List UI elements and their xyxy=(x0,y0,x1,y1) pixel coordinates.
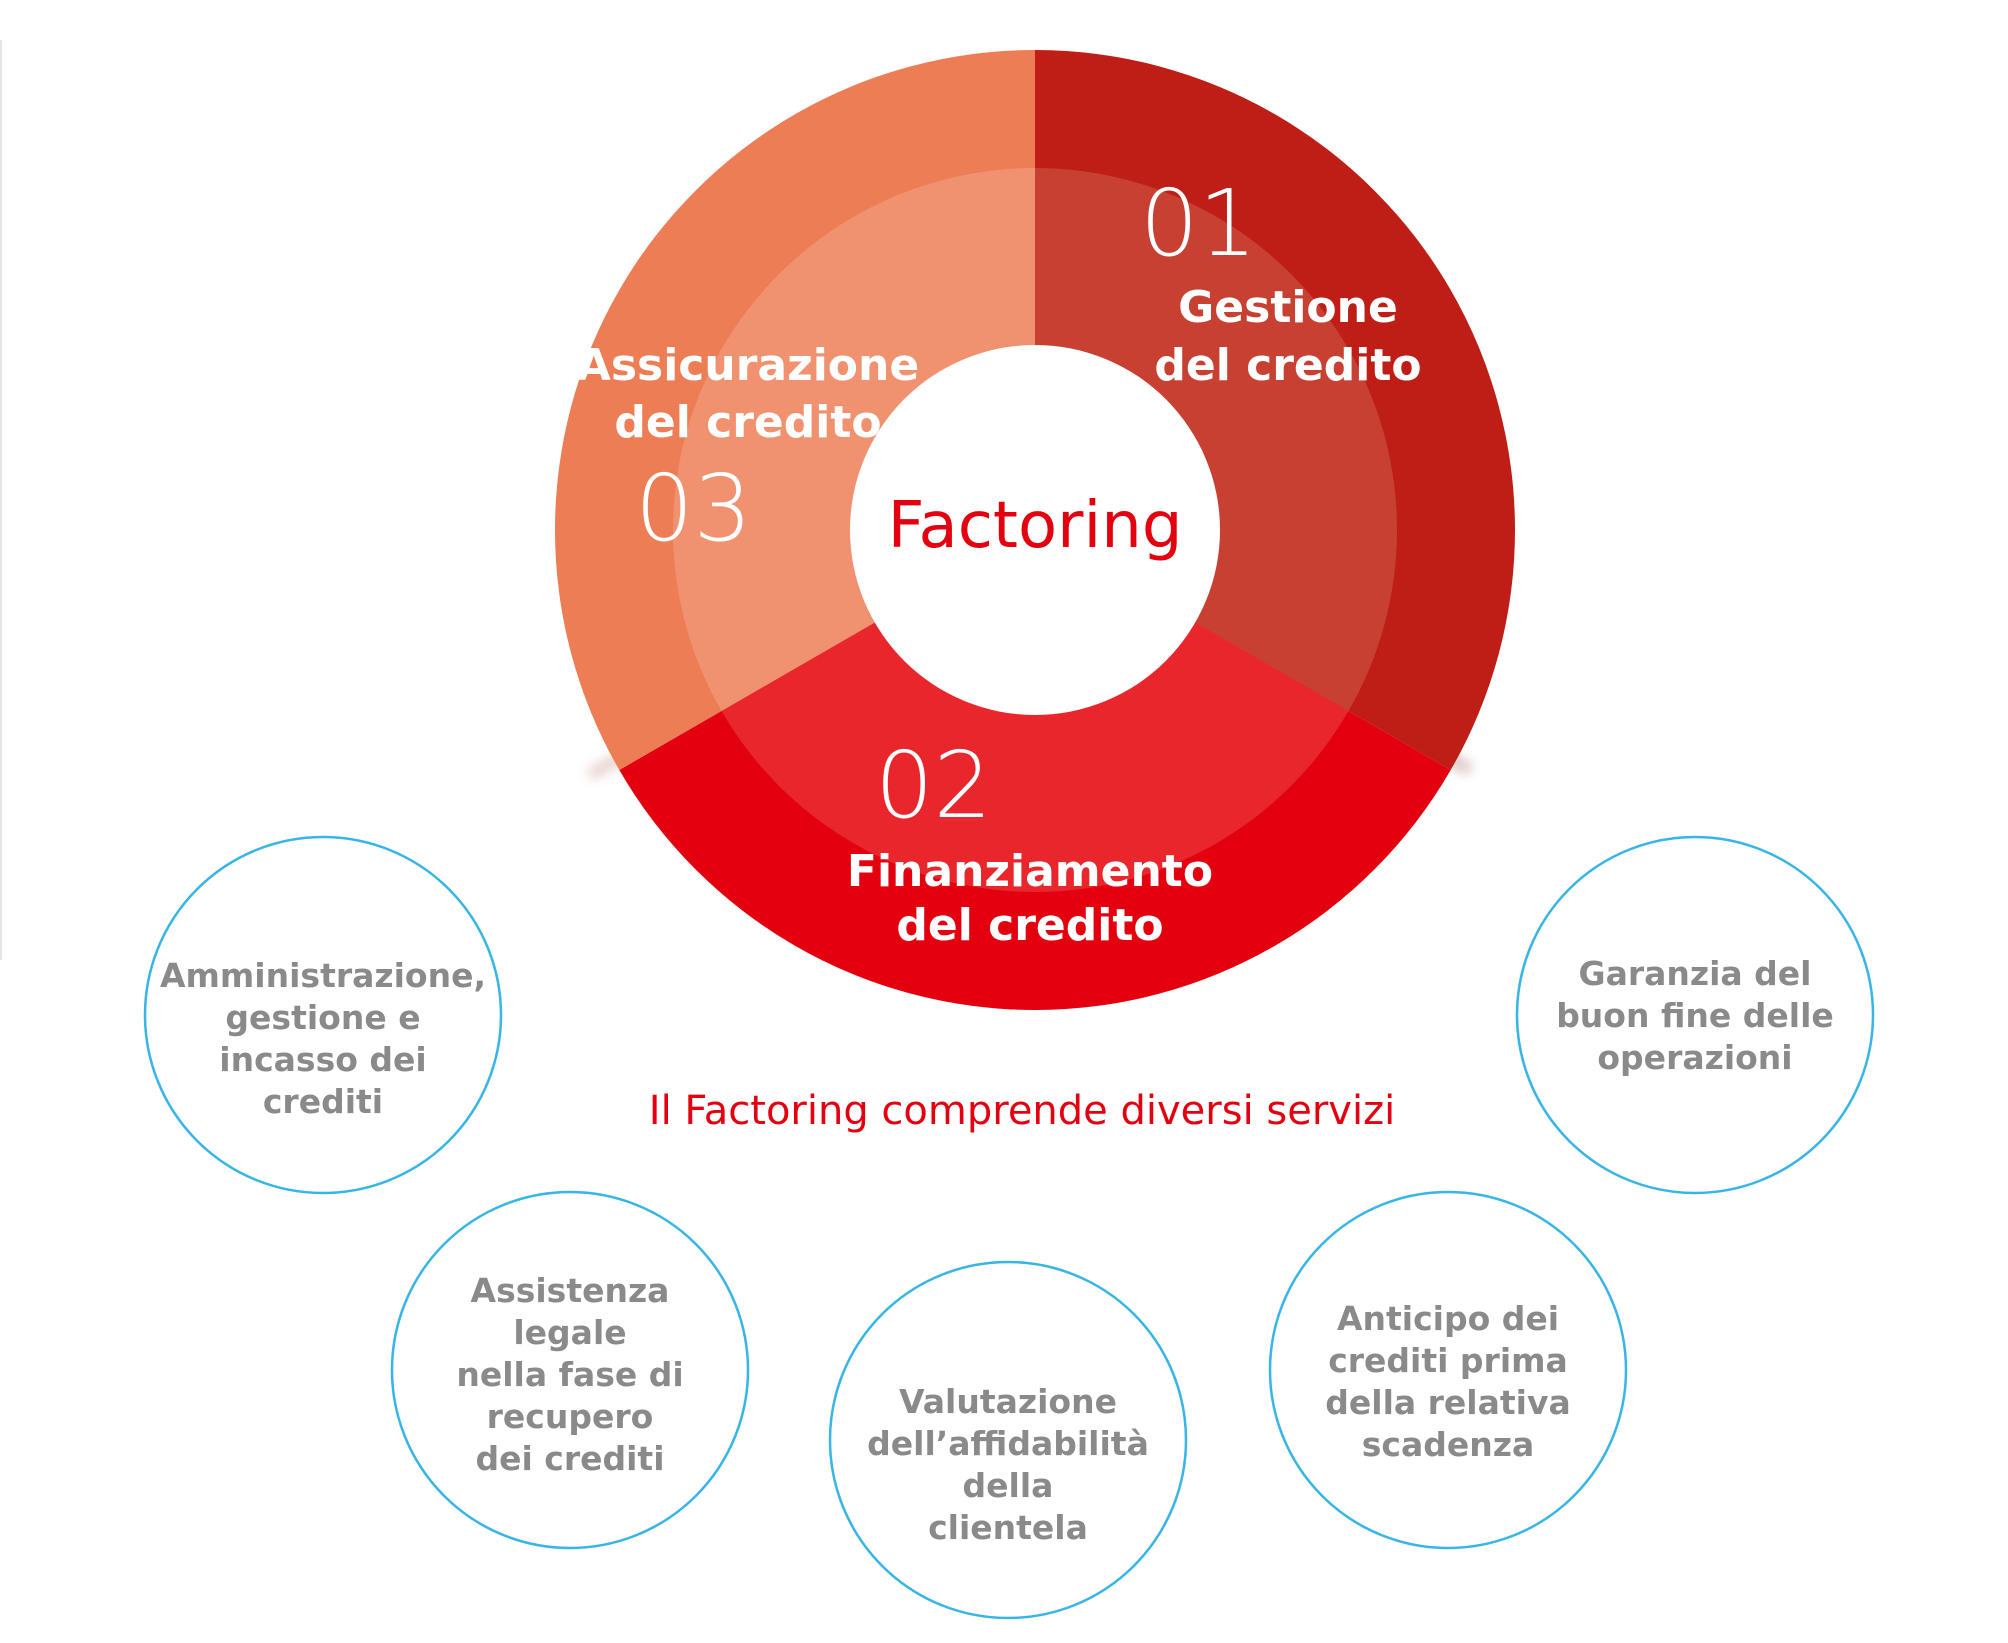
segment-01-title-line2: del credito xyxy=(1154,340,1421,391)
service-3[interactable]: Valutazione dell’affidabilità della clie… xyxy=(828,1260,1188,1620)
service-3-circle xyxy=(828,1260,1188,1620)
service-1-line-3: incasso dei xyxy=(219,1040,426,1079)
donut xyxy=(554,24,1516,1011)
service-1-line-2: gestione e xyxy=(225,998,420,1037)
service-3-line-2: dell’affidabilità xyxy=(867,1424,1149,1463)
service-2-line-2: legale xyxy=(513,1313,626,1352)
service-2[interactable]: Assistenza legale nella fase di recupero… xyxy=(390,1190,750,1550)
service-4-line-1: Anticipo dei xyxy=(1337,1299,1559,1338)
service-5-circle xyxy=(1515,835,1875,1195)
segment-03-number: 03 xyxy=(635,455,752,562)
service-2-circle xyxy=(390,1190,750,1550)
service-4[interactable]: Anticipo dei crediti prima della relativ… xyxy=(1268,1190,1628,1550)
segment-01-number: 01 xyxy=(1140,170,1257,277)
segment-03-title-line1: Assicurazione xyxy=(577,340,919,391)
left-divider xyxy=(0,40,2,960)
center-label: Factoring xyxy=(888,489,1183,563)
service-2-line-4: recupero xyxy=(487,1397,654,1436)
service-5[interactable]: Garanzia del buon fine delle operazioni xyxy=(1515,835,1875,1195)
donut-hole xyxy=(850,345,1220,715)
service-2-line-3: nella fase di xyxy=(456,1355,683,1394)
segment-02-labels: 02 Finanziamento del credito xyxy=(847,732,1213,951)
service-4-line-2: crediti prima xyxy=(1328,1341,1568,1380)
service-2-line-1: Assistenza xyxy=(471,1271,670,1310)
segment-03-title-line2: del credito xyxy=(614,397,881,448)
service-2-line-5: dei crediti xyxy=(475,1439,664,1478)
service-3-line-1: Valutazione xyxy=(899,1382,1117,1421)
service-5-line-1: Garanzia del xyxy=(1579,954,1812,993)
service-3-line-4: clientela xyxy=(928,1508,1088,1547)
service-1-line-4: crediti xyxy=(263,1082,383,1121)
service-1[interactable]: Amministrazione, gestione e incasso dei … xyxy=(143,835,503,1195)
segment-02-title-line1: Finanziamento xyxy=(847,846,1213,897)
segment-01-title-line1: Gestione xyxy=(1178,282,1398,333)
service-3-line-3: della xyxy=(963,1466,1054,1505)
service-4-circle xyxy=(1268,1190,1628,1550)
service-5-line-3: operazioni xyxy=(1597,1038,1792,1077)
service-4-line-4: scadenza xyxy=(1362,1425,1534,1464)
service-4-line-3: della relativa xyxy=(1325,1383,1571,1422)
service-1-line-1: Amministrazione, xyxy=(160,956,486,995)
segment-02-title-line2: del credito xyxy=(896,900,1163,951)
segment-02-number: 02 xyxy=(875,732,992,839)
service-5-line-2: buon fine delle xyxy=(1556,996,1834,1035)
segment-03-labels: Assicurazione del credito 03 xyxy=(577,340,919,562)
segment-01-labels: 01 Gestione del credito xyxy=(1140,170,1422,391)
services-subtitle: Il Factoring comprende diversi servizi xyxy=(649,1088,1395,1134)
service-1-circle xyxy=(143,835,503,1195)
